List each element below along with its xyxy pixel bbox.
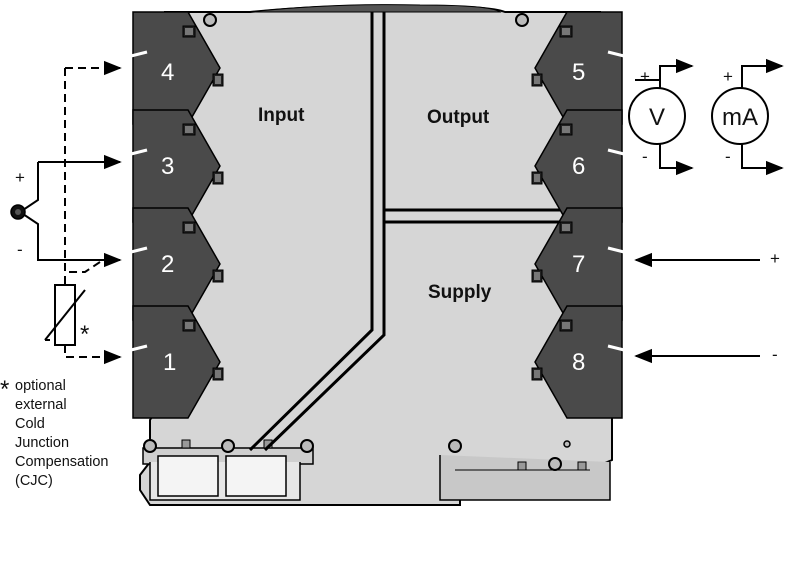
terminal-8-number: 8: [572, 349, 585, 376]
ammeter-minus-sign: -: [725, 147, 731, 166]
terminal-7: 7: [530, 206, 626, 322]
ammeter: mA: [711, 87, 769, 145]
terminal-8: 8: [530, 304, 626, 420]
thermocouple-minus-sign: -: [17, 240, 23, 259]
terminal-4: 4: [129, 10, 225, 126]
voltmeter: V: [628, 87, 686, 145]
note-line-4: Junction: [15, 435, 69, 451]
note-line-3: Cold: [15, 416, 45, 432]
ammeter-plus-sign: +: [723, 67, 733, 86]
cjc-note: * optional external Cold Junction Compen…: [0, 376, 109, 489]
supply-wiring: [634, 252, 760, 364]
note-line-2: external: [15, 397, 67, 413]
cjc-asterisk: *: [80, 321, 89, 348]
output-wiring: [635, 58, 784, 176]
supply-plus-sign: +: [770, 249, 780, 268]
ammeter-symbol: mA: [722, 104, 758, 131]
terminal-3-number: 3: [161, 153, 174, 180]
terminal-2-number: 2: [161, 251, 174, 278]
voltmeter-plus-sign: +: [640, 67, 650, 86]
terminal-2: 2: [129, 206, 225, 322]
note-line-1: optional: [15, 378, 66, 394]
terminal-1-number: 1: [163, 349, 176, 376]
terminal-5: 5: [530, 10, 626, 126]
note-line-5: Compensation: [15, 454, 109, 470]
section-output-label: Output: [427, 107, 490, 128]
terminal-6: 6: [530, 108, 626, 224]
supply-minus-sign: -: [772, 345, 778, 364]
terminal-3: 3: [129, 108, 225, 224]
voltmeter-minus-sign: -: [642, 147, 648, 166]
terminal-5-number: 5: [572, 59, 585, 86]
terminal-1: 1: [129, 304, 225, 420]
section-dividers: [248, 12, 578, 452]
terminal-6-number: 6: [572, 153, 585, 180]
terminal-4-number: 4: [161, 59, 174, 86]
thermocouple-plus-sign: +: [15, 168, 25, 187]
module-housing: [139, 4, 613, 506]
note-line-6: (CJC): [15, 473, 53, 489]
input-wiring: [18, 60, 122, 365]
section-input-label: Input: [258, 105, 305, 126]
note-marker: *: [0, 376, 9, 403]
terminal-7-number: 7: [572, 251, 585, 278]
section-supply-label: Supply: [428, 282, 492, 303]
voltmeter-symbol: V: [649, 104, 665, 131]
